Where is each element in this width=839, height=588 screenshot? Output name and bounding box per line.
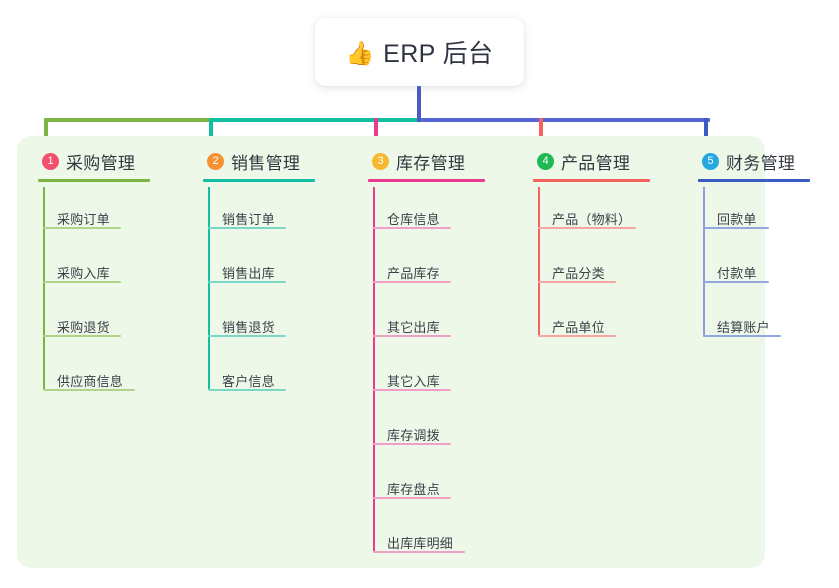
leaf-item-rule <box>208 227 286 229</box>
connector-drop-2 <box>209 118 213 145</box>
leaf-item-rule <box>43 389 135 391</box>
leaf-item[interactable]: 付款单 <box>717 266 757 281</box>
branch-column-5: 5 财务管理回款单付款单结算账户 <box>698 146 810 337</box>
branch-title: 采购管理 <box>66 153 136 173</box>
branch-column-2: 2 销售管理销售订单销售出库销售退货客户信息 <box>203 146 315 391</box>
branch-header-1[interactable]: 1 采购管理 <box>38 146 135 176</box>
branch-trunk <box>703 187 705 335</box>
leaf-item-rule <box>43 335 121 337</box>
leaf-item-rule <box>373 497 451 499</box>
connector-segment-green <box>46 118 215 122</box>
branch-index-badge: 2 <box>207 152 224 170</box>
leaf-item[interactable]: 采购订单 <box>57 212 110 227</box>
leaf-item[interactable]: 产品（物料） <box>552 212 632 227</box>
branch-title: 销售管理 <box>231 153 301 173</box>
branch-trunk <box>373 187 375 551</box>
leaf-item[interactable]: 回款单 <box>717 212 757 227</box>
thumbs-up-icon: 👍 <box>345 39 375 66</box>
branch-column-3: 3 库存管理仓库信息产品库存其它出库其它入库库存调拨库存盘点出库库明细 <box>368 146 485 553</box>
leaf-item-rule <box>538 227 636 229</box>
connector-drop-1 <box>44 118 48 145</box>
leaf-item[interactable]: 销售订单 <box>222 212 275 227</box>
leaf-item[interactable]: 客户信息 <box>222 374 275 389</box>
branch-column-4: 4 产品管理产品（物料） 产品分类产品单位 <box>533 146 650 337</box>
leaf-item[interactable]: 供应商信息 <box>57 374 124 389</box>
branch-index-badge: 1 <box>42 152 59 170</box>
leaf-item[interactable]: 其它入库 <box>387 374 440 389</box>
branch-header-rule <box>38 179 150 182</box>
leaf-item-rule <box>208 281 286 283</box>
leaf-item-rule <box>373 281 451 283</box>
leaf-item[interactable]: 产品库存 <box>387 266 440 281</box>
leaf-item-rule <box>538 281 616 283</box>
leaf-item-rule <box>373 551 465 553</box>
branch-header-5[interactable]: 5 财务管理 <box>698 146 795 176</box>
connector-segment-teal <box>211 118 423 122</box>
leaf-item[interactable]: 出库库明细 <box>387 536 454 551</box>
leaf-item[interactable]: 产品单位 <box>552 320 605 335</box>
connector-drop-3 <box>374 118 378 145</box>
leaf-item-rule <box>43 281 121 283</box>
leaf-item[interactable]: 结算账户 <box>717 320 770 335</box>
connector-drop-4 <box>539 118 543 145</box>
leaf-item[interactable]: 销售退货 <box>222 320 275 335</box>
branch-trunk <box>43 187 45 389</box>
leaf-item-rule <box>373 227 451 229</box>
root-node[interactable]: 👍 ERP 后台 <box>315 18 524 86</box>
branch-index-badge: 3 <box>372 152 389 170</box>
branch-title: 产品管理 <box>561 153 631 173</box>
leaf-item[interactable]: 其它出库 <box>387 320 440 335</box>
branch-column-1: 1 采购管理采购订单采购入库采购退货供应商信息 <box>38 146 150 391</box>
branch-header-rule <box>533 179 650 182</box>
branch-title: 库存管理 <box>396 153 466 173</box>
branch-index-badge: 5 <box>702 152 719 170</box>
branch-panel <box>17 136 765 568</box>
root-title: ERP 后台 <box>383 40 494 68</box>
branch-title: 财务管理 <box>726 153 796 173</box>
leaf-item-rule <box>703 281 769 283</box>
branch-header-rule <box>368 179 485 182</box>
branch-header-3[interactable]: 3 库存管理 <box>368 146 465 176</box>
leaf-item[interactable]: 库存盘点 <box>387 482 440 497</box>
leaf-item-rule <box>208 389 286 391</box>
leaf-item-rule <box>703 335 781 337</box>
leaf-item-rule <box>373 443 451 445</box>
branch-trunk <box>208 187 210 389</box>
root-connector-stem <box>417 86 421 122</box>
leaf-item[interactable]: 销售出库 <box>222 266 275 281</box>
branch-header-2[interactable]: 2 销售管理 <box>203 146 300 176</box>
branch-header-4[interactable]: 4 产品管理 <box>533 146 630 176</box>
branch-trunk <box>538 187 540 335</box>
leaf-item-rule <box>208 335 286 337</box>
leaf-item-rule <box>373 389 451 391</box>
leaf-item[interactable]: 采购退货 <box>57 320 110 335</box>
leaf-item[interactable]: 采购入库 <box>57 266 110 281</box>
leaf-item-rule <box>538 335 616 337</box>
connector-segment-indigo <box>419 118 710 122</box>
branch-index-badge: 4 <box>537 152 554 170</box>
leaf-item[interactable]: 库存调拨 <box>387 428 440 443</box>
leaf-item-rule <box>373 335 451 337</box>
leaf-item-rule <box>703 227 769 229</box>
leaf-item-rule <box>43 227 121 229</box>
connector-drop-5 <box>704 118 708 145</box>
branch-header-rule <box>698 179 810 182</box>
leaf-item[interactable]: 仓库信息 <box>387 212 440 227</box>
leaf-item[interactable]: 产品分类 <box>552 266 605 281</box>
branch-header-rule <box>203 179 315 182</box>
